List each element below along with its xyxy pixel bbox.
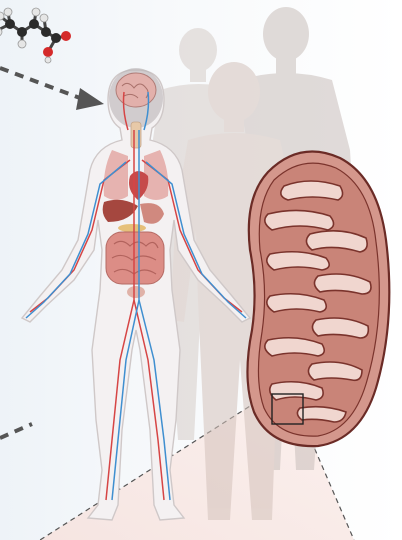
bladder xyxy=(127,286,145,298)
atom-hydrogen xyxy=(45,57,51,63)
atom-hydrogen xyxy=(4,8,12,16)
atom-carbon xyxy=(5,19,15,29)
atom-carbon xyxy=(41,27,51,37)
atom-carbon xyxy=(51,33,61,43)
brain xyxy=(116,73,156,107)
atom-oxygen xyxy=(43,47,53,57)
atom-oxygen xyxy=(61,31,71,41)
atom-hydrogen xyxy=(18,40,26,48)
mitochondrion xyxy=(247,152,389,447)
pancreas xyxy=(118,224,146,232)
atom-hydrogen xyxy=(40,14,48,22)
atom-carbon xyxy=(17,27,27,37)
atom-hydrogen xyxy=(32,8,40,16)
atom-carbon xyxy=(29,19,39,29)
